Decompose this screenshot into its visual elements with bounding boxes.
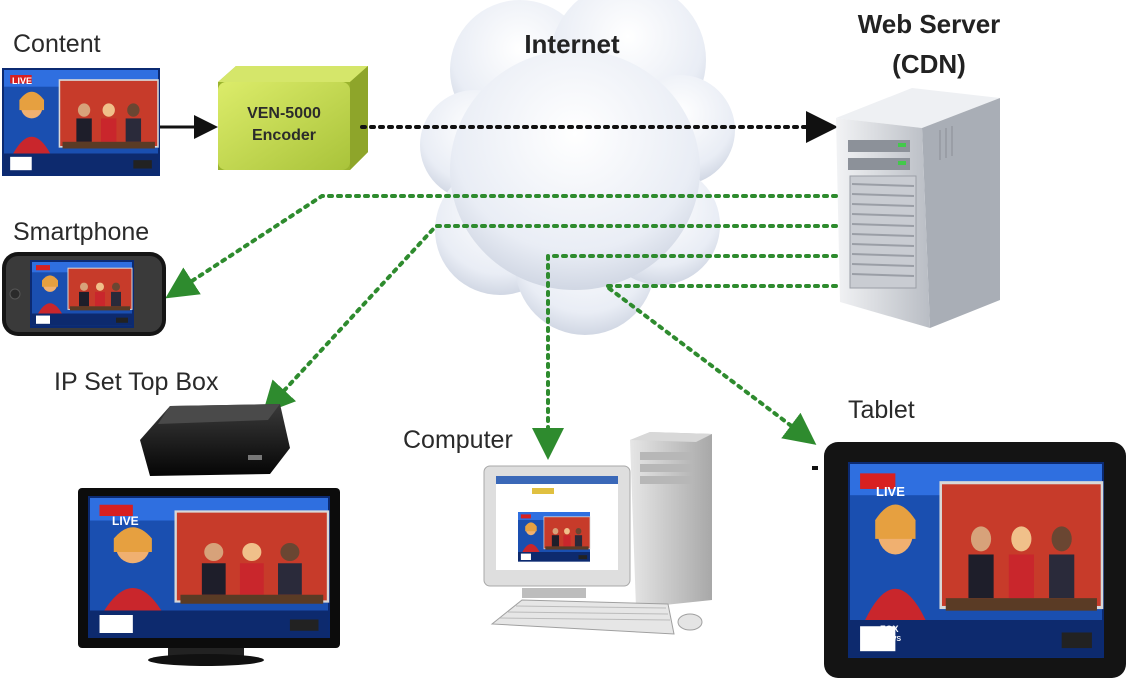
ip-set-top-box-device [140, 404, 290, 476]
television-device: LIVE [78, 488, 340, 666]
tablet-fox-badge: FOX [880, 624, 899, 634]
encoder-model: VEN-5000 [247, 105, 321, 122]
tablet-news-badge: NEWS [880, 636, 901, 643]
label-ip-set-top-box: IP Set Top Box [54, 368, 219, 396]
tv-live-badge: LIVE [112, 514, 139, 528]
smartphone-device [2, 252, 166, 336]
tablet-device: LIVE FOX NEWS [812, 442, 1126, 678]
label-internet: Internet [524, 29, 620, 59]
tablet-live-badge: LIVE [876, 484, 905, 499]
label-content: Content [13, 30, 101, 58]
label-web-server: Web Server [858, 9, 1001, 39]
stream-to-set-top-box [262, 224, 838, 414]
stream-to-computer [532, 254, 838, 460]
label-tablet: Tablet [848, 396, 915, 424]
label-smartphone: Smartphone [13, 218, 149, 246]
encoder-box: VEN-5000 Encoder [218, 66, 368, 170]
label-computer: Computer [403, 426, 513, 454]
web-server-tower [836, 88, 1000, 328]
computer-device [483, 432, 712, 635]
stream-to-tablet [600, 284, 838, 445]
label-cdn: (CDN) [892, 49, 966, 79]
stream-to-smartphone [165, 194, 838, 299]
live-badge: LIVE [12, 76, 32, 86]
encoder-label: Encoder [252, 127, 316, 144]
content-video-thumbnail: LIVE [2, 68, 160, 176]
